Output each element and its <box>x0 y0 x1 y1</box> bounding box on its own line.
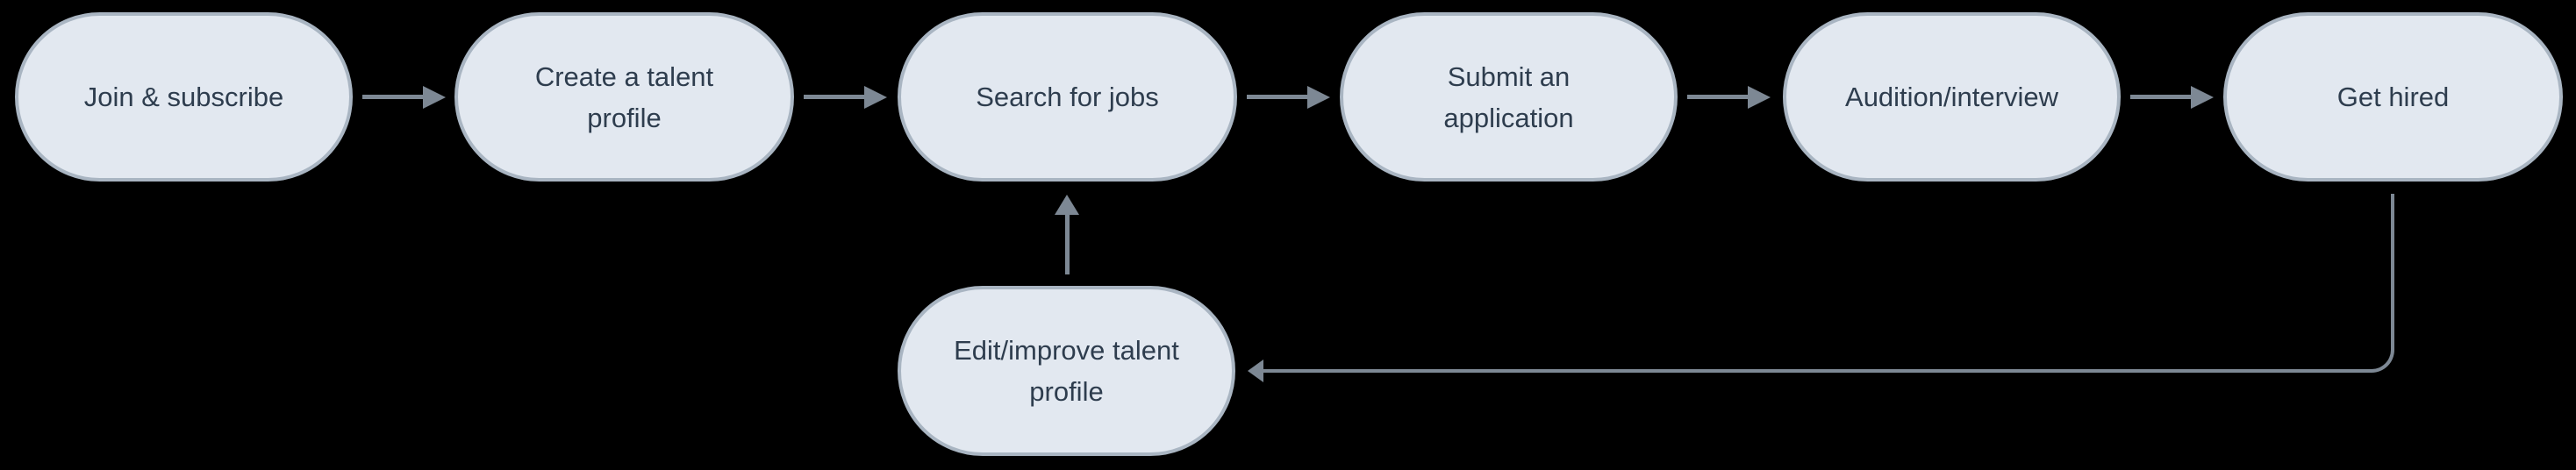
arrow-shaft <box>1687 95 1749 99</box>
edge-create-to-search <box>804 86 887 109</box>
arrow-shaft <box>2130 95 2192 99</box>
edge-search-to-submit <box>1247 86 1330 109</box>
node-search-for-jobs: Search for jobs <box>898 12 1237 182</box>
arrow-shaft <box>362 95 424 99</box>
node-label-submit-application: Submit an application <box>1443 61 1574 133</box>
node-audition-interview: Audition/interview <box>1783 12 2121 182</box>
edge-submit-to-audition <box>1687 86 1771 109</box>
edge-edit-to-search <box>1055 195 1079 274</box>
arrowhead-right-icon <box>864 86 887 109</box>
node-label-audition-interview: Audition/interview <box>1845 82 2058 112</box>
arrow-shaft <box>1247 95 1308 99</box>
arrowhead-right-icon <box>1748 86 1771 109</box>
node-join-subscribe: Join & subscribe <box>15 12 353 182</box>
node-label-create-talent-profile: Create a talent profile <box>534 61 714 133</box>
arrowhead-right-icon <box>423 86 446 109</box>
node-get-hired: Get hired <box>2223 12 2563 182</box>
edge-join-to-create <box>362 86 446 109</box>
arrowhead-up-icon <box>1055 195 1079 215</box>
arrow-shaft <box>1064 215 1070 274</box>
node-label-search-for-jobs: Search for jobs <box>976 82 1159 112</box>
edge-audition-to-hired <box>2130 86 2214 109</box>
node-label-edit-improve-talent-profile: Edit/improve talent profile <box>954 335 1179 407</box>
node-create-talent-profile: Create a talent profile <box>454 12 794 182</box>
arrowhead-right-icon <box>1307 86 1330 109</box>
edge-hired-to-edit <box>1263 194 2394 373</box>
arrowhead-left-icon <box>1248 360 1263 382</box>
node-label-get-hired: Get hired <box>2336 82 2450 112</box>
arrowhead-right-icon <box>2191 86 2214 109</box>
node-edit-improve-talent-profile: Edit/improve talent profile <box>898 286 1235 456</box>
arrow-shaft <box>804 95 865 99</box>
node-label-join-subscribe: Join & subscribe <box>83 82 284 112</box>
node-submit-application: Submit an application <box>1340 12 1678 182</box>
